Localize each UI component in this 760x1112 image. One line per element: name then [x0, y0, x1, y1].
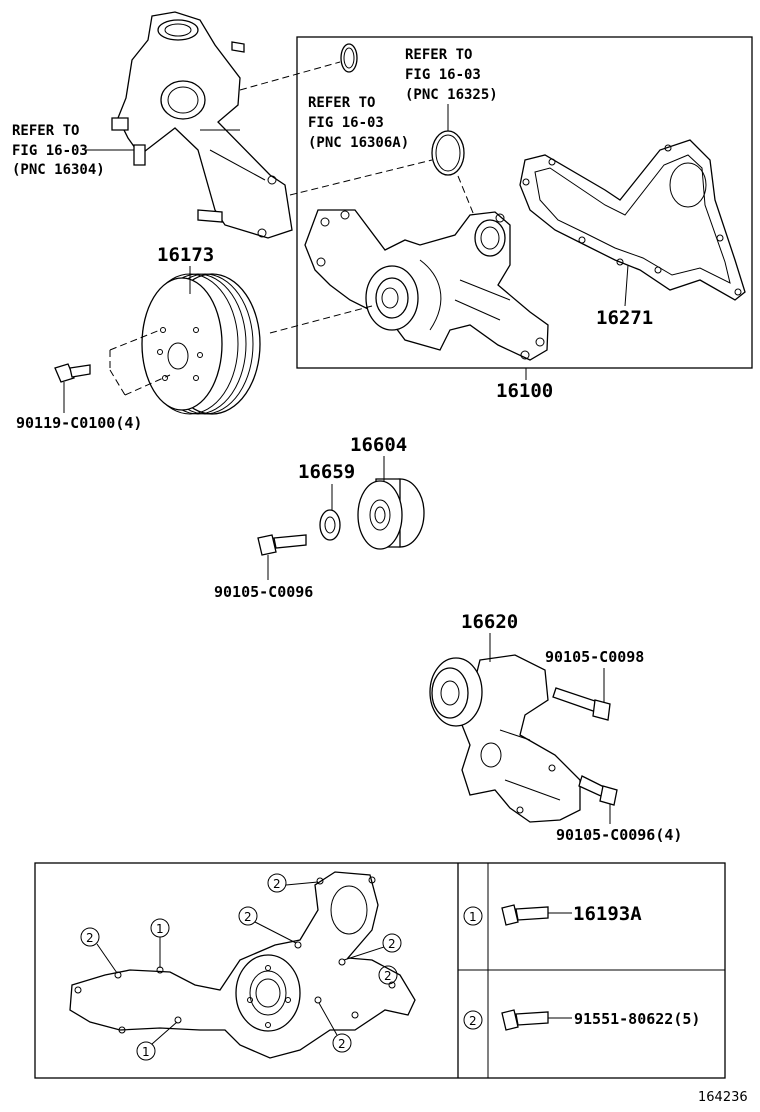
legend-row-2: 2 91551-80622(5) — [463, 1009, 700, 1031]
legend-row-1: 1 16193A — [463, 903, 642, 926]
pump-assembly-frame — [296, 36, 753, 369]
legend-part-91551: 91551-80622(5) — [574, 1010, 700, 1028]
part-16659-label: 16659 — [298, 461, 355, 483]
ref-16304-line2: FIG 16-03 — [12, 143, 88, 159]
tensioner-16620[interactable] — [429, 654, 581, 823]
water-inlet-housing[interactable] — [111, 11, 293, 239]
idler-pulley-16604[interactable] — [357, 478, 425, 550]
ref-16325-line2: FIG 16-03 — [405, 67, 481, 83]
bolt-90119[interactable] — [54, 363, 91, 383]
ref-16306a-line2: FIG 16-03 — [308, 115, 384, 131]
part-90105-a-label: 90105-C0096 — [214, 583, 313, 601]
leader-pulley-pump — [269, 305, 373, 334]
legend-part-16193a: 16193A — [573, 903, 642, 925]
svg-text:1: 1 — [142, 1045, 150, 1059]
bolt-location-table — [34, 862, 726, 1079]
spacer-16659[interactable] — [319, 509, 341, 541]
gasket-16271[interactable] — [519, 139, 746, 301]
ref-16304-line3: (PNC 16304) — [12, 162, 105, 178]
part-16100-label: 16100 — [496, 380, 553, 402]
pump-bolt-view — [69, 871, 416, 1059]
part-16620-label: 16620 — [461, 611, 518, 633]
bolt-90105-c0098[interactable] — [552, 687, 611, 721]
ref-16306a-line3: (PNC 16306A) — [308, 135, 409, 151]
ref-16325-label: REFER TO FIG 16-03 (PNC 16325) — [405, 47, 498, 103]
ref-16306a-label: REFER TO FIG 16-03 (PNC 16306A) — [308, 95, 409, 151]
part-90119-label: 90119-C0100(4) — [16, 414, 142, 432]
pump-pulley-16173[interactable] — [141, 273, 261, 415]
o-ring-16306a[interactable] — [431, 130, 465, 176]
figure-number: 164236 — [698, 1090, 748, 1105]
svg-text:2: 2 — [244, 910, 252, 924]
callout-markers: 2 1 2 2 2 2 2 1 — [80, 873, 402, 1061]
svg-text:2: 2 — [384, 969, 392, 983]
leader-ring-16325 — [239, 61, 341, 91]
leader-ring-16306a — [289, 159, 433, 196]
part-90105-c-label: 90105-C0096(4) — [556, 826, 682, 844]
water-pump-body[interactable] — [304, 209, 549, 361]
part-90105-b-label: 90105-C0098 — [545, 648, 644, 666]
part-16271-label: 16271 — [596, 307, 653, 329]
svg-text:2: 2 — [86, 931, 94, 945]
ref-16304-label: REFER TO FIG 16-03 (PNC 16304) — [12, 123, 134, 178]
svg-text:2: 2 — [273, 877, 281, 891]
ref-16304-line1: REFER TO — [12, 123, 79, 139]
legend-marker-2: 2 — [469, 1014, 477, 1028]
part-16604-label: 16604 — [350, 434, 407, 456]
bolt-90105-c0096-a[interactable] — [257, 534, 307, 556]
ref-16306a-line1: REFER TO — [308, 95, 375, 111]
svg-text:1: 1 — [156, 922, 164, 936]
svg-text:2: 2 — [338, 1037, 346, 1051]
o-ring-16325[interactable] — [340, 43, 358, 73]
bolt-90105-c0096-b[interactable] — [578, 775, 618, 806]
ref-16325-line1: REFER TO — [405, 47, 472, 63]
part-16173-label: 16173 — [157, 244, 214, 266]
svg-text:2: 2 — [388, 937, 396, 951]
ref-16325-line3: (PNC 16325) — [405, 87, 498, 103]
legend-marker-1: 1 — [469, 910, 477, 924]
